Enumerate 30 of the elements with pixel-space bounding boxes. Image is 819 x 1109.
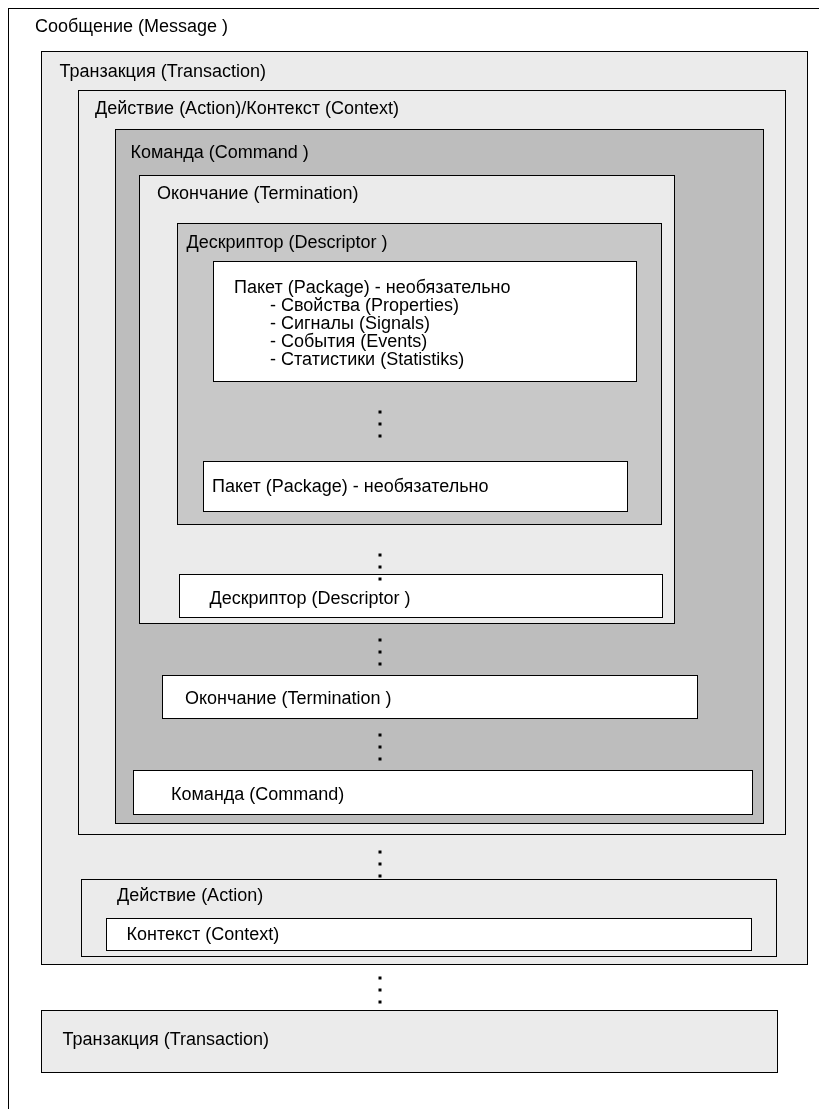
list-item: - Сигналы (Signals) (270, 314, 431, 332)
box-title: Действие (Action) (117, 886, 264, 904)
list-item: - Свойства (Properties) (270, 296, 460, 314)
package-box (203, 461, 628, 512)
nested-box (178, 573, 663, 618)
nested-box (40, 1009, 778, 1073)
box-title: Окончание (Termination ) (185, 689, 392, 707)
box-title: Команда (Command) (171, 785, 345, 803)
content-box (105, 917, 752, 951)
nested-box (40, 50, 808, 965)
package-box (213, 261, 637, 382)
box-title: Пакет (Package) - необязательно (212, 477, 489, 495)
nested-box (81, 879, 777, 957)
nested-box (139, 175, 675, 624)
box-title: Пакет (Package) - необязательно (234, 278, 511, 296)
list-item: - Статистики (Statistiks) (270, 350, 465, 368)
box-title: Дескриптор (Descriptor ) (209, 588, 411, 607)
box-title: Сообщение (Message ) (35, 17, 228, 35)
box-title: Действие (Action)/Контекст (Context) (95, 99, 399, 117)
box-title: Дескриптор (Descriptor ) (186, 232, 388, 251)
nested-box (162, 675, 698, 719)
list-item: - События (Events) (270, 332, 428, 350)
box-title: Контекст (Context) (126, 924, 280, 943)
box-title: Транзакция (Transaction) (62, 1029, 270, 1048)
container-box (8, 8, 819, 1109)
box-title: Окончание (Termination) (157, 184, 359, 202)
nested-box (176, 222, 662, 525)
nested-box (133, 770, 753, 815)
box-title: Команда (Command ) (130, 142, 309, 161)
box-title: Транзакция (Transaction) (59, 61, 267, 80)
